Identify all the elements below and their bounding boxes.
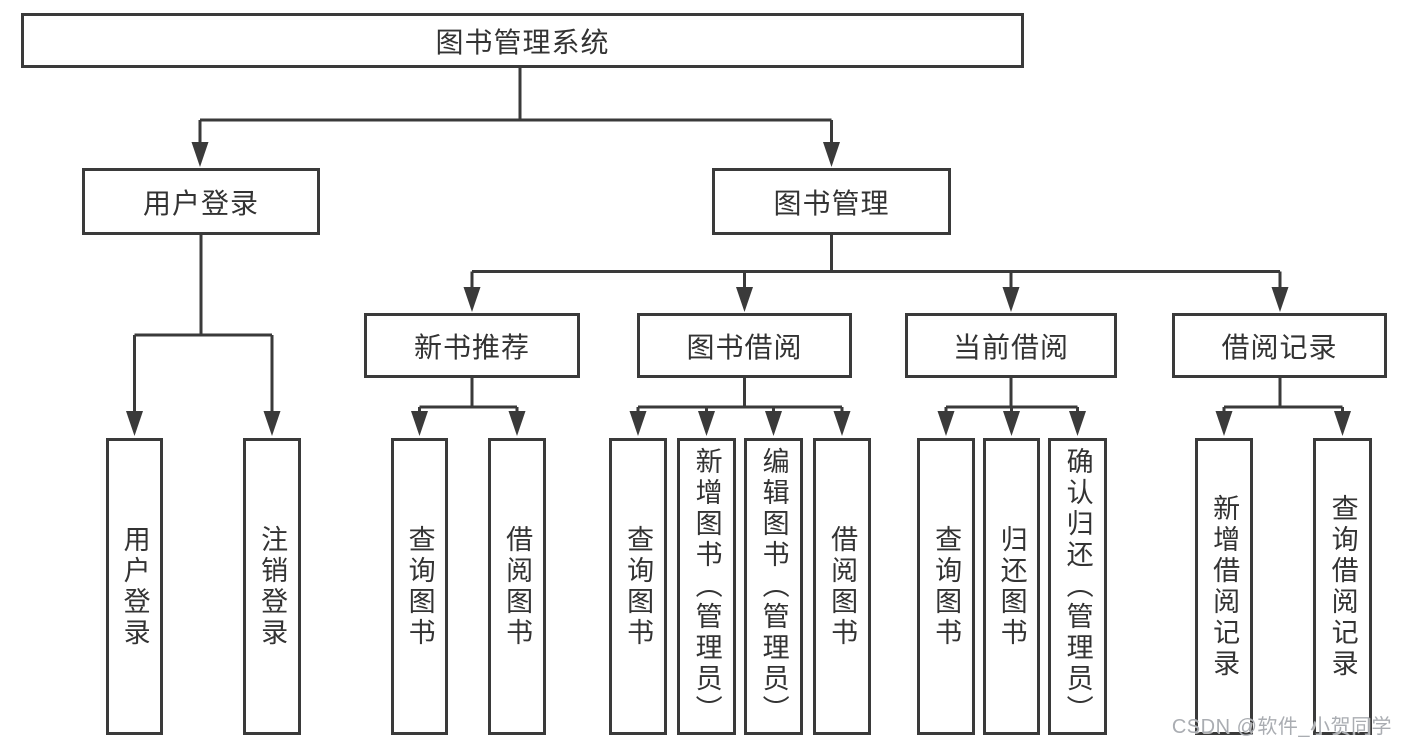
node-book-management: 图书管理	[712, 168, 951, 235]
leaf-edit-book-admin: 编辑图书（管理员）	[744, 438, 803, 735]
csdn-watermark: CSDN @软件_小贺同学	[1171, 716, 1392, 738]
leaf-return-books: 归还图书	[983, 438, 1040, 735]
leaf-logout: 注销登录	[243, 438, 301, 735]
node-new-book-recommendation: 新书推荐	[364, 313, 580, 378]
arrowheads	[126, 142, 1351, 436]
leaf-query-books-current: 查询图书	[917, 438, 975, 735]
leaf-confirm-return-admin: 确认归还（管理员）	[1048, 438, 1107, 735]
node-user-login: 用户登录	[82, 168, 320, 235]
node-borrowing-records: 借阅记录	[1172, 313, 1387, 378]
leaf-add-borrow-record: 新增借阅记录	[1195, 438, 1253, 735]
leaf-query-borrow-record: 查询借阅记录	[1313, 438, 1372, 735]
leaf-user-login: 用户登录	[106, 438, 163, 735]
node-current-borrowing: 当前借阅	[905, 313, 1117, 378]
node-library-management-system: 图书管理系统	[21, 13, 1024, 68]
leaf-query-books-recommend: 查询图书	[391, 438, 448, 735]
leaf-query-books-borrowing: 查询图书	[609, 438, 667, 735]
leaf-borrow-books-borrowing: 借阅图书	[813, 438, 871, 735]
leaf-borrow-books-recommend: 借阅图书	[488, 438, 546, 735]
node-book-borrowing: 图书借阅	[637, 313, 852, 378]
leaf-add-book-admin: 新增图书（管理员）	[677, 438, 736, 735]
